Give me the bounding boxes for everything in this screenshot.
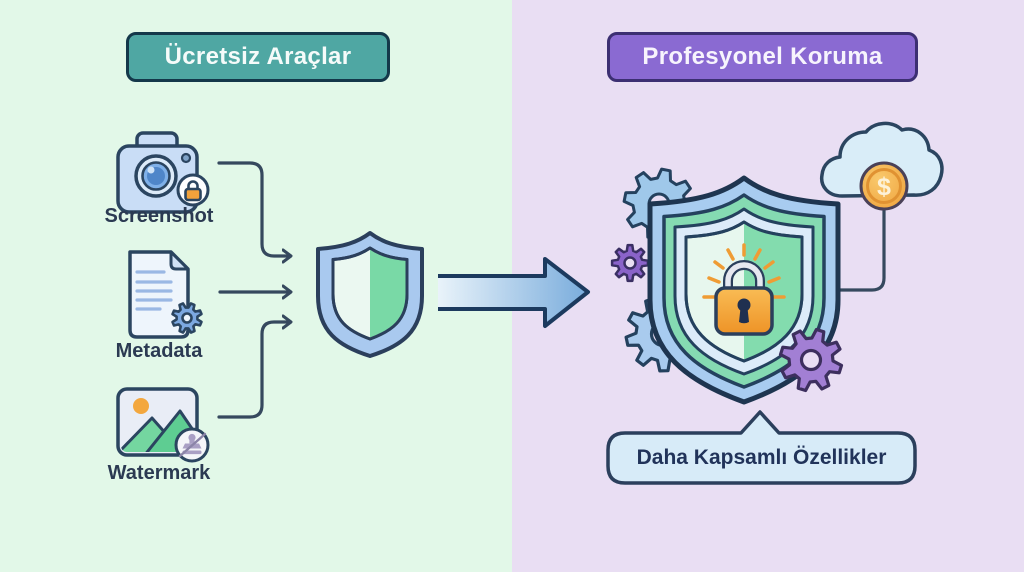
padlock-icon <box>702 243 786 336</box>
stamp-badge-icon <box>174 427 210 463</box>
metadata-gear-icon <box>171 302 203 334</box>
dollar-symbol: $ <box>877 173 891 201</box>
connector-coin-shield <box>830 200 886 292</box>
image-stamp-icon <box>116 387 210 463</box>
small-shield-icon <box>316 231 424 358</box>
lock-rays <box>702 243 786 299</box>
professional-header-badge: Profesyonel Koruma <box>607 32 918 82</box>
connector-screenshot <box>217 161 290 256</box>
free-tools-header-badge: Ücretsiz Araçlar <box>126 32 390 82</box>
foreground-gear <box>778 327 844 393</box>
caption-bubble <box>606 410 917 485</box>
dollar-coin-icon: $ <box>859 161 909 211</box>
keyhole <box>737 298 751 324</box>
transition-arrow <box>438 257 590 328</box>
free-tools-panel-background <box>0 0 512 572</box>
camera-lock-icon <box>116 131 210 214</box>
connector-arrows-left <box>217 161 290 419</box>
cloud-icon <box>819 121 944 198</box>
metadata-label: Metadata <box>115 340 203 362</box>
screenshot-label: Screenshot <box>104 205 214 227</box>
watermark-label: Watermark <box>107 462 211 484</box>
connector-watermark <box>217 322 290 419</box>
lock-badge-icon <box>176 173 210 207</box>
cloud-dollar-icon: $ <box>819 121 944 211</box>
caption-label: Daha Kapsamlı Özellikler <box>636 446 887 469</box>
free-tools-header-label: Ücretsiz Araçlar <box>164 43 352 70</box>
professional-header-label: Profesyonel Koruma <box>642 43 883 70</box>
